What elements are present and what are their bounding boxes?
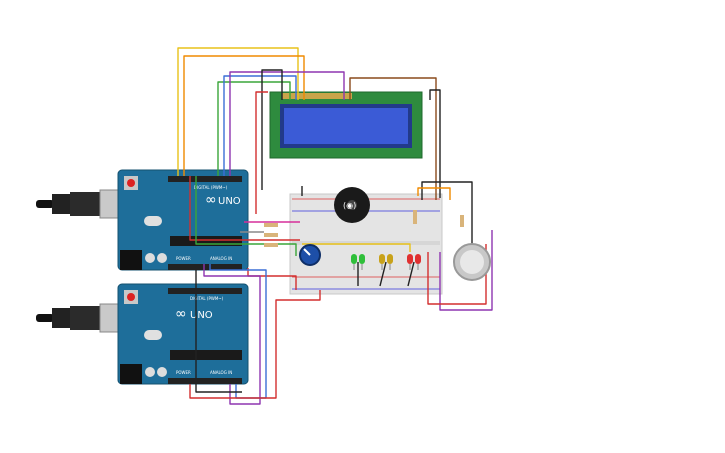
wire-14[interactable]	[203, 264, 261, 405]
piezo-buzzer[interactable]: (◉)	[334, 187, 370, 223]
wire-18[interactable]	[439, 230, 493, 311]
potentiometer[interactable]	[299, 244, 321, 266]
wire-20[interactable]	[421, 181, 473, 244]
wire-23[interactable]	[379, 261, 387, 287]
arduino-bottom-power-label: POWER	[176, 370, 191, 375]
wire-15[interactable]	[209, 264, 267, 399]
gas-sensor[interactable]	[453, 243, 491, 281]
wire-1[interactable]	[183, 55, 305, 176]
arduino-uno-bottom[interactable]: ∞ UNO DIGITAL (PWM~) POWER ANALOG IN	[117, 283, 249, 385]
wire-24[interactable]	[407, 261, 415, 287]
led-green-1[interactable]	[359, 254, 365, 270]
arduino-top-analog-label: ANALOG IN	[210, 256, 232, 261]
wire-13[interactable]	[247, 268, 297, 290]
wire-21[interactable]	[417, 187, 451, 200]
wires	[177, 47, 493, 405]
led-green-0[interactable]	[351, 254, 357, 270]
arduino-bottom-logo: ∞	[175, 306, 187, 322]
wire-4[interactable]	[229, 71, 345, 176]
wire-16[interactable]	[189, 290, 321, 399]
arduino-top-power-label: POWER	[176, 256, 191, 261]
arduino-bottom-digital-label: DIGITAL (PWM~)	[190, 296, 224, 301]
wire-3[interactable]	[223, 75, 297, 176]
wire-25[interactable]	[302, 243, 411, 252]
arduino-uno-top[interactable]: ∞ UNO DIGITAL (PWM~) POWER ANALOG IN	[117, 169, 249, 271]
wire-7[interactable]	[349, 77, 437, 200]
wire-6[interactable]	[255, 91, 268, 214]
wire-8[interactable]	[429, 89, 441, 198]
wire-5[interactable]	[261, 69, 283, 190]
arduino-bottom-uno-label: UNO	[190, 310, 213, 321]
led-red-5[interactable]	[415, 254, 421, 270]
leds	[351, 254, 421, 270]
buzzer-icon: (◉)	[343, 201, 356, 210]
wire-9[interactable]	[189, 176, 300, 241]
led-red-4[interactable]	[407, 254, 413, 270]
arduino-top-digital-label: DIGITAL (PWM~)	[194, 185, 228, 190]
wire-2[interactable]	[217, 81, 291, 176]
resistors-board	[264, 210, 464, 247]
led-yellow-2[interactable]	[379, 254, 385, 270]
arduino-top-uno-label: UNO	[218, 196, 241, 207]
arduino-top-logo: ∞	[205, 192, 217, 208]
wire-17[interactable]	[195, 264, 242, 393]
wire-10[interactable]	[195, 176, 297, 256]
wire-0[interactable]	[177, 47, 299, 176]
lcd-16x2[interactable]	[269, 91, 423, 159]
arduino-bottom-analog-label: ANALOG IN	[210, 370, 232, 375]
led-yellow-3[interactable]	[387, 254, 393, 270]
